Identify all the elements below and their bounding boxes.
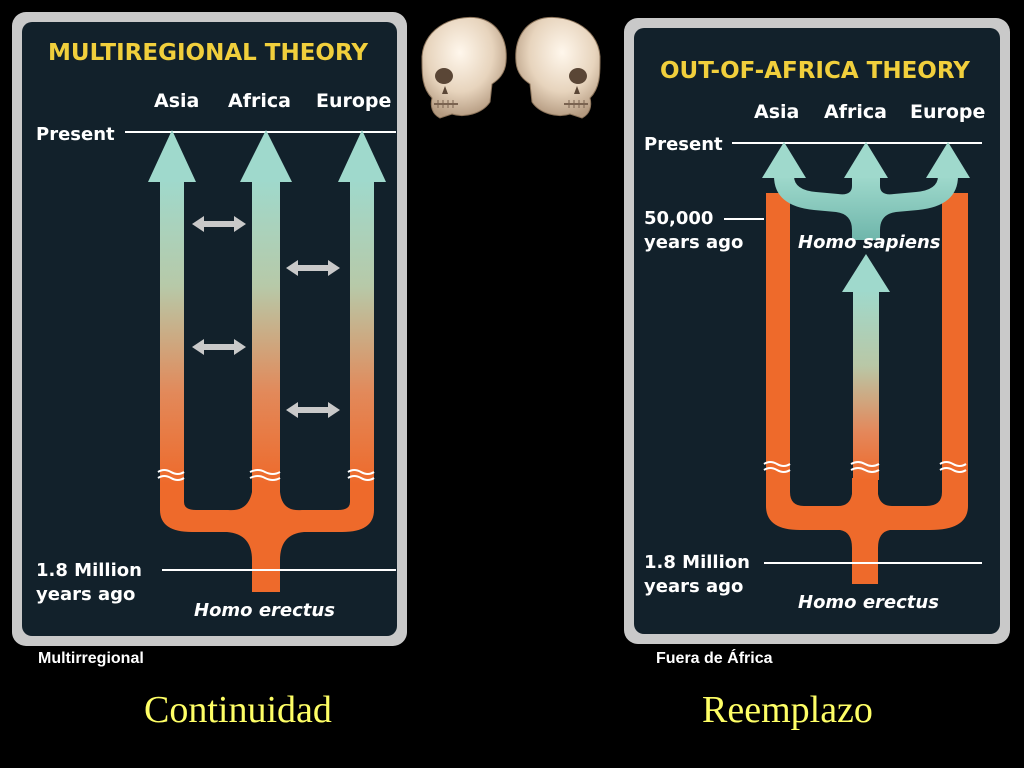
replacement-label: Reemplazo <box>702 689 873 731</box>
homo-erectus-trunk <box>766 193 968 584</box>
africa-lineage-arrow <box>842 254 890 480</box>
timeline-break-marks <box>157 469 375 481</box>
multiregional-panel-inner <box>22 22 397 636</box>
homo-sapiens-dispersal-arrows <box>762 142 970 240</box>
gene-flow-arrow-asia-africa-1 <box>192 216 246 232</box>
present-label: Present <box>644 134 723 155</box>
homo-erectus-trunk <box>160 482 374 592</box>
out-of-africa-caption: Fuera de África <box>656 650 773 667</box>
region-africa-label: Africa <box>228 90 291 112</box>
present-label: Present <box>36 124 115 145</box>
multiregional-caption: Multirregional <box>38 650 144 667</box>
region-asia-label: Asia <box>754 101 799 123</box>
skull-icon-right <box>515 16 601 119</box>
start-time-label-line1: 1.8 Million <box>36 560 142 581</box>
out-of-africa-panel: OUT-OF-AFRICA THEORY Asia Africa Europe … <box>624 18 1010 644</box>
start-time-label-line2: years ago <box>644 576 743 597</box>
multiregional-title: MULTIREGIONAL THEORY <box>48 40 368 66</box>
out-of-africa-diagram: OUT-OF-AFRICA THEORY Asia Africa Europe … <box>644 58 985 613</box>
multiregional-diagram: MULTIREGIONAL THEORY Asia Africa Europe … <box>36 40 396 621</box>
timeline-break-marks <box>763 461 967 473</box>
europe-lineage-arrow <box>338 130 386 484</box>
skull-icon-left <box>421 16 507 119</box>
asia-lineage-arrow <box>148 130 196 484</box>
multiregional-panel: MULTIREGIONAL THEORY Asia Africa Europe … <box>12 12 407 646</box>
out-of-africa-panel-inner <box>634 28 1000 634</box>
gene-flow-arrow-africa-europe-1 <box>286 260 340 276</box>
region-europe-label: Europe <box>316 90 391 112</box>
mid-time-label-line2: years ago <box>644 232 743 253</box>
gene-flow-arrows <box>192 216 340 418</box>
homo-sapiens-label: Homo sapiens <box>798 232 941 253</box>
homo-erectus-label: Homo erectus <box>798 592 939 613</box>
out-of-africa-title: OUT-OF-AFRICA THEORY <box>660 58 970 84</box>
gene-flow-arrow-africa-europe-2 <box>286 402 340 418</box>
homo-erectus-label: Homo erectus <box>194 600 335 621</box>
start-time-label-line2: years ago <box>36 584 135 605</box>
region-africa-label: Africa <box>824 101 887 123</box>
gene-flow-arrow-asia-africa-2 <box>192 339 246 355</box>
region-europe-label: Europe <box>910 101 985 123</box>
start-time-label-line1: 1.8 Million <box>644 552 750 573</box>
mid-time-label-line1: 50,000 <box>644 208 713 229</box>
africa-lineage-arrow <box>240 130 292 484</box>
continuity-label: Continuidad <box>144 689 332 731</box>
region-asia-label: Asia <box>154 90 199 112</box>
skulls-illustration <box>421 16 601 119</box>
